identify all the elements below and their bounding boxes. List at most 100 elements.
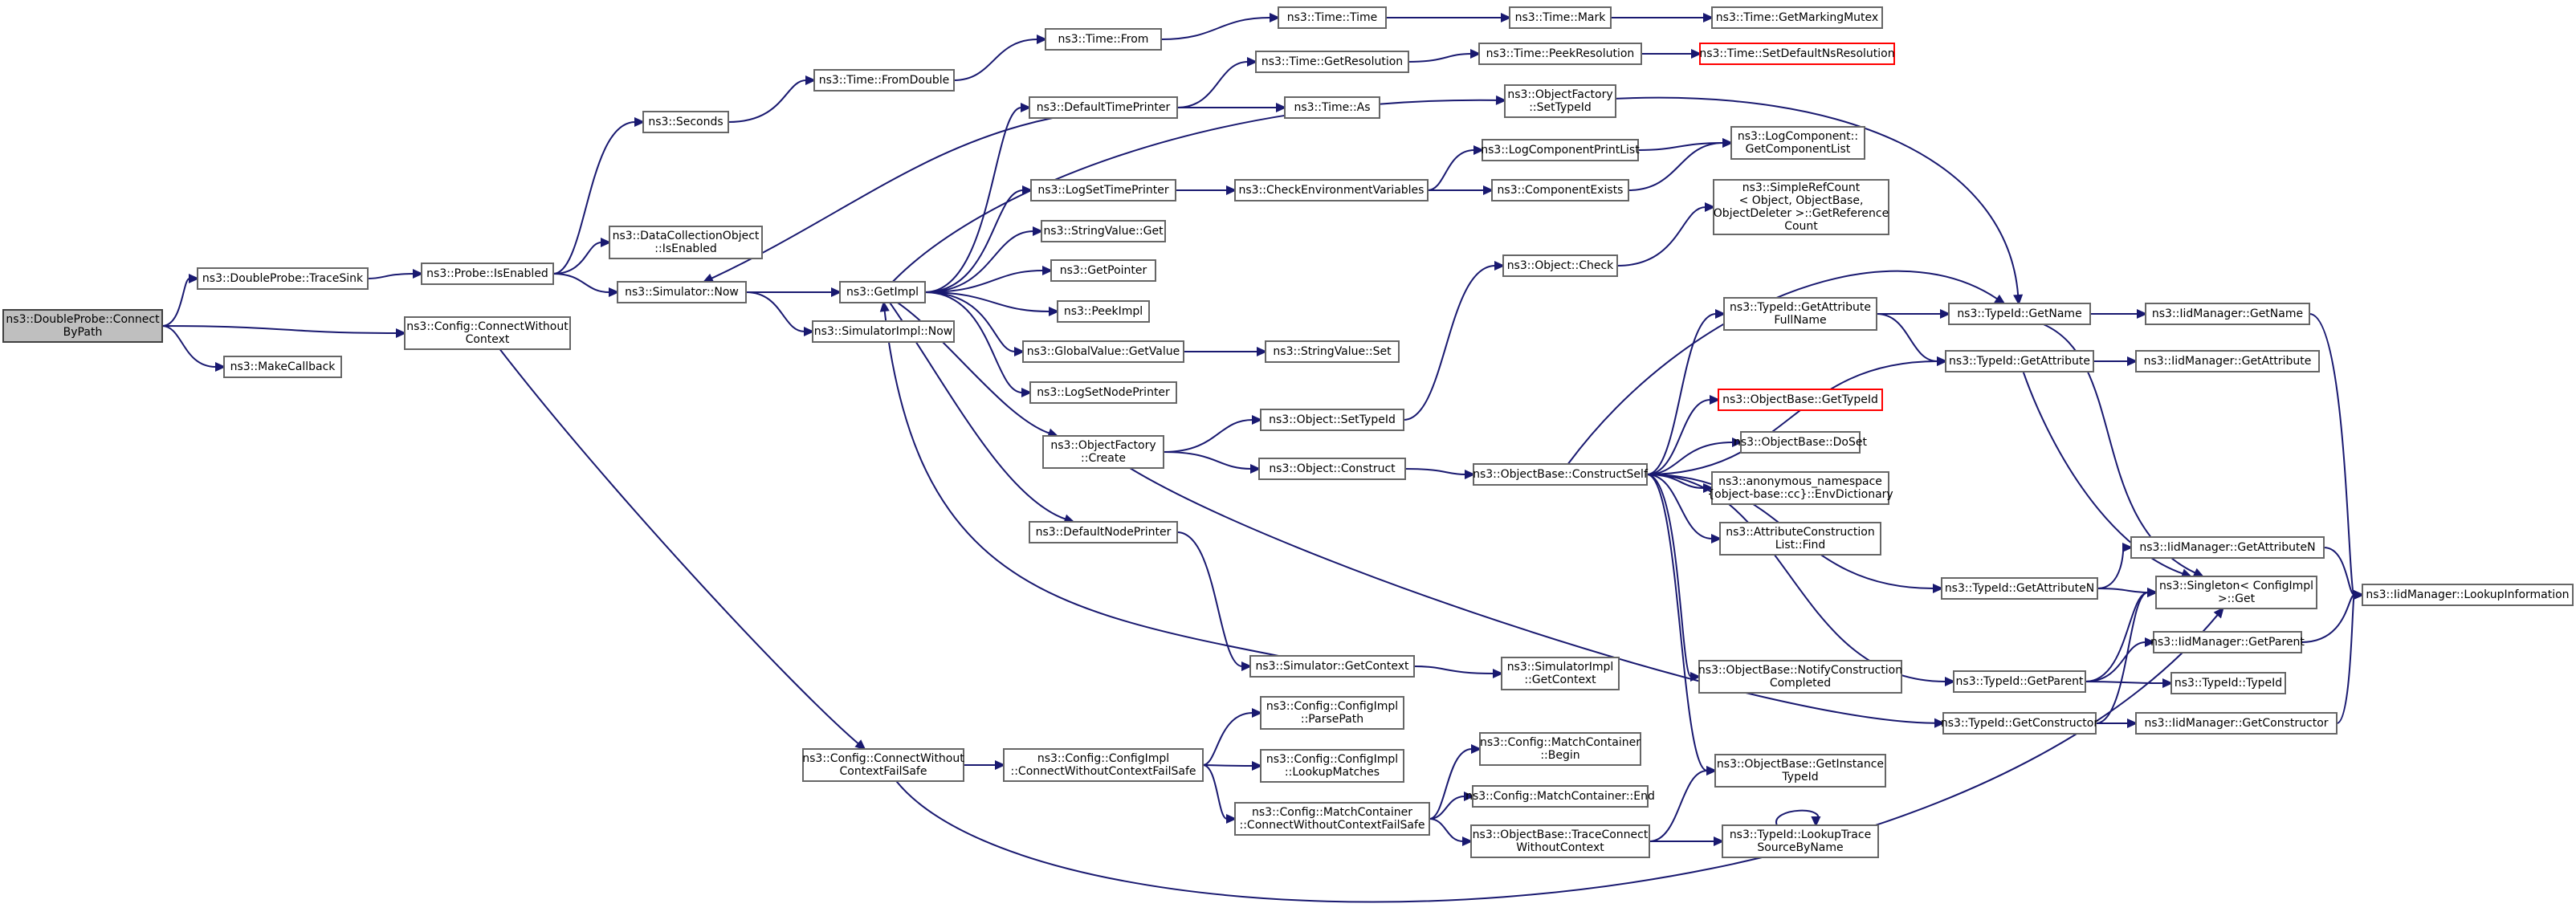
node-stringvalueset[interactable]: ns3::StringValue::Set: [1265, 340, 1400, 363]
node-timetime[interactable]: ns3::Time::Time: [1278, 6, 1387, 29]
node-iidgetattribute[interactable]: ns3::IidManager::GetAttribute: [2135, 350, 2320, 372]
node-singletonget[interactable]: ns3::Singleton< ConfigImpl>::Get: [2155, 576, 2317, 609]
node-box: [1030, 179, 1176, 201]
node-simgetcontext[interactable]: ns3::Simulator::GetContext: [1249, 655, 1415, 678]
node-stringvalueget[interactable]: ns3::StringValue::Get: [1041, 220, 1166, 242]
node-label-line: ns3::LogComponent::: [1738, 130, 1858, 143]
node-simimplnow[interactable]: ns3::SimulatorImpl::Now: [812, 320, 955, 343]
node-probeisenabled[interactable]: ns3::Probe::IsEnabled: [421, 263, 554, 285]
node-timemark[interactable]: ns3::Time::Mark: [1509, 6, 1612, 29]
node-timefromdouble[interactable]: ns3::Time::FromDouble: [813, 69, 955, 92]
node-label-line: ns3::Time::PeekResolution: [1486, 47, 1635, 60]
node-anonenvdict[interactable]: ns3::anonymous_namespace{object-base::cc…: [1707, 471, 1893, 505]
node-tidgetparent[interactable]: ns3::TypeId::GetParent: [1953, 670, 2086, 693]
node-timesetdefaultns[interactable]: ns3::Time::SetDefaultNsResolution: [1699, 43, 1895, 65]
node-objectsettypeid[interactable]: ns3::Object::SetTypeId: [1260, 409, 1404, 431]
node-peekimpl[interactable]: ns3::PeekImpl: [1057, 300, 1150, 323]
node-obtraceconnect[interactable]: ns3::ObjectBase::TraceConnectWithoutCont…: [1470, 824, 1650, 858]
node-lcprintlist[interactable]: ns3::LogComponentPrintList: [1481, 139, 1640, 161]
node-cfgimplconnfs[interactable]: ns3::Config::ConfigImpl::ConnectWithoutC…: [1003, 748, 1204, 782]
edge-defnodeprinter-to-simgetcontext: [1176, 531, 1253, 672]
edge-arrowhead: [1465, 469, 1476, 480]
node-obdoset[interactable]: ns3::ObjectBase::DoSet: [1734, 431, 1867, 454]
node-tidgetattributen[interactable]: ns3::TypeId::GetAttributeN: [1941, 577, 2098, 600]
edge-root-to-makecallback: [161, 325, 226, 372]
edge-arrowhead: [1705, 201, 1716, 213]
edge-line: [1646, 474, 1708, 771]
edge-obconstructself-to-obnotifyconstruction: [1646, 474, 1702, 682]
node-timepeekres[interactable]: ns3::Time::PeekResolution: [1478, 43, 1642, 65]
node-box: [1719, 522, 1881, 556]
node-compexists[interactable]: ns3::ComponentExists: [1491, 179, 1629, 201]
node-timefrom[interactable]: ns3::Time::From: [1045, 28, 1162, 51]
node-obconstructself[interactable]: ns3::ObjectBase::ConstructSelf: [1473, 463, 1649, 486]
edge-arrowhead: [831, 287, 842, 298]
node-iidgetparent[interactable]: ns3::IidManager::GetParent: [2150, 631, 2305, 653]
node-label-line: Count: [1784, 220, 1818, 233]
edge-line: [1404, 468, 1466, 475]
node-seconds[interactable]: ns3::Seconds: [642, 111, 729, 133]
node-mcconnfs[interactable]: ns3::Config::MatchContainer::ConnectWith…: [1234, 802, 1430, 836]
node-timegetmarkingmutex[interactable]: ns3::Time::GetMarkingMutex: [1711, 6, 1883, 29]
node-simimplgetcontext[interactable]: ns3::SimulatorImpl::GetContext: [1501, 657, 1620, 690]
node-gvgetvalue[interactable]: ns3::GlobalValue::GetValue: [1022, 340, 1184, 363]
node-label-line: ns3::Seconds: [648, 116, 723, 128]
node-obgettypeid[interactable]: ns3::ObjectBase::GetTypeId: [1718, 389, 1883, 411]
edge-arrowhead: [1715, 308, 1726, 320]
node-mcbegin[interactable]: ns3::Config::MatchContainer::Begin: [1479, 732, 1641, 766]
edge-logsettimeprinter-to-checkenv: [1176, 185, 1237, 196]
node-tracesink[interactable]: ns3::DoubleProbe::TraceSink: [197, 267, 369, 290]
node-label-line: ns3::Time::As: [1294, 101, 1370, 114]
node-getimpl[interactable]: ns3::GetImpl: [839, 281, 926, 303]
node-tidgetconstructor[interactable]: ns3::TypeId::GetConstructor: [1941, 712, 2098, 735]
node-box: [404, 316, 571, 350]
node-dcoisenabled[interactable]: ns3::DataCollectionObject::IsEnabled: [609, 226, 763, 259]
node-box: [1249, 655, 1415, 678]
node-lcgetcomplist[interactable]: ns3::LogComponent::GetComponentList: [1730, 126, 1865, 160]
node-simnow[interactable]: ns3::Simulator::Now: [617, 281, 747, 303]
node-objfactorycreate[interactable]: ns3::ObjectFactory::Create: [1042, 435, 1164, 469]
node-iidgetname[interactable]: ns3::IidManager::GetName: [2145, 303, 2310, 325]
node-cfgconnwoctxfs[interactable]: ns3::Config::ConnectWithoutContextFailSa…: [802, 748, 964, 782]
node-getpointer[interactable]: ns3::GetPointer: [1050, 259, 1156, 282]
node-label-line: ns3::SimulatorImpl: [1507, 661, 1614, 674]
node-defnodeprinter[interactable]: ns3::DefaultNodePrinter: [1029, 521, 1178, 543]
edge-timetime-to-timemark: [1386, 12, 1512, 23]
node-iidgetattributen[interactable]: ns3::IidManager::GetAttributeN: [2130, 536, 2325, 559]
node-timegetres[interactable]: ns3::Time::GetResolution: [1255, 51, 1409, 73]
node-obnotifyconstruction[interactable]: ns3::ObjectBase::NotifyConstructionCompl…: [1698, 660, 1902, 694]
node-iidgetconstructor[interactable]: ns3::IidManager::GetConstructor: [2135, 712, 2338, 735]
node-timeas[interactable]: ns3::Time::As: [1284, 96, 1380, 119]
edge-arrowhead: [1732, 437, 1743, 448]
edge-line: [924, 107, 1022, 293]
node-box: [813, 69, 955, 92]
node-label-line: Completed: [1770, 677, 1831, 690]
node-tidgetattribute[interactable]: ns3::TypeId::GetAttribute: [1945, 350, 2094, 372]
node-ofsettypeid[interactable]: ns3::ObjectFactory::SetTypeId: [1504, 84, 1616, 118]
node-logsettimeprinter[interactable]: ns3::LogSetTimePrinter: [1030, 179, 1176, 201]
node-cfgconnwoctx[interactable]: ns3::Config::ConnectWithoutContext: [404, 316, 571, 350]
node-cfgimpllookup[interactable]: ns3::Config::ConfigImpl::LookupMatches: [1260, 749, 1404, 783]
node-tidgetname[interactable]: ns3::TypeId::GetName: [1948, 303, 2091, 325]
node-simplerefcount[interactable]: ns3::SimpleRefCount< Object, ObjectBase,…: [1713, 179, 1889, 235]
node-makecallback[interactable]: ns3::MakeCallback: [223, 356, 342, 378]
edge-arrowhead: [1276, 102, 1287, 113]
node-tidtypeid[interactable]: ns3::TypeId::TypeId: [2170, 672, 2286, 694]
node-cfgimplparsepath[interactable]: ns3::Config::ConfigImpl::ParsePath: [1260, 696, 1404, 730]
node-objectconstruct[interactable]: ns3::Object::Construct: [1258, 458, 1406, 480]
node-box: [1698, 660, 1902, 694]
edge-tracesink-to-probeisenabled: [367, 268, 424, 279]
node-iidlookupinfo[interactable]: ns3::IidManager::LookupInformation: [2362, 584, 2574, 606]
edge-arrowhead: [2192, 568, 2205, 578]
node-checkenv[interactable]: ns3::CheckEnvironmentVariables: [1234, 179, 1429, 201]
node-objectcheck[interactable]: ns3::Object::Check: [1502, 254, 1618, 277]
node-mcend[interactable]: ns3::Config::MatchContainer::End: [1465, 785, 1655, 808]
node-deftimeprinter[interactable]: ns3::DefaultTimePrinter: [1029, 96, 1178, 119]
node-logsetnodeprinter[interactable]: ns3::LogSetNodePrinter: [1029, 381, 1177, 404]
node-label-line: ns3::TypeId::LookupTrace: [1730, 828, 1871, 841]
